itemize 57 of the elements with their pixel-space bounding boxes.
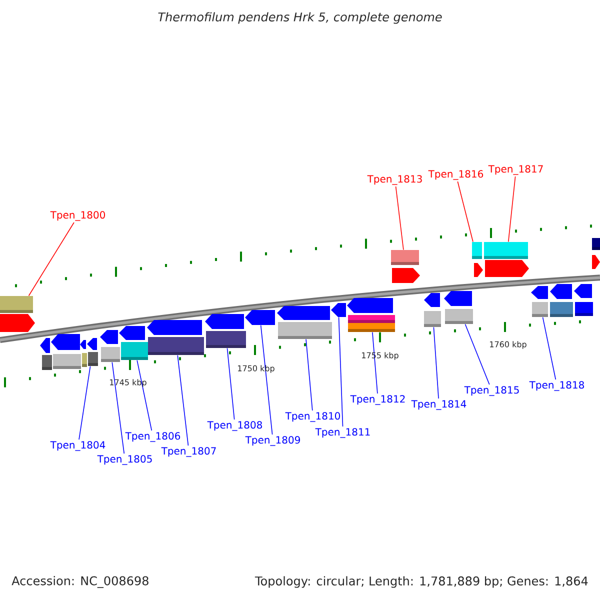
gene-label: Tpen_1809 — [245, 436, 300, 446]
leader-line — [78, 366, 91, 440]
genome-info-text: Topology: circular; Length: 1,781,889 bp; Genes: 1,864 — [254, 576, 588, 588]
gene-glyph — [80, 340, 87, 367]
gene-glyph — [391, 250, 420, 283]
leader-line — [395, 186, 404, 250]
leader-line — [177, 354, 189, 446]
gene-label: Tpen_1804 — [50, 441, 106, 451]
leader-line — [508, 176, 516, 242]
gene-glyph — [574, 284, 593, 316]
gene-glyph — [331, 303, 346, 317]
gene-glyph — [119, 326, 148, 360]
leader-line — [433, 326, 439, 399]
title: Thermofilum pendens Hrk 5, complete genome — [158, 12, 442, 24]
leader-line — [457, 181, 474, 242]
gene-label: Tpen_1811 — [315, 428, 370, 438]
scale-label: 1760 kbp — [490, 341, 526, 349]
gene-label: Tpen_1815 — [464, 386, 519, 396]
gene-glyph — [347, 298, 395, 332]
leader-line — [464, 324, 490, 385]
leader-line — [542, 316, 556, 380]
gene-glyph — [277, 306, 332, 339]
gene-label: Tpen_1814 — [411, 400, 466, 410]
gene-glyph — [147, 320, 204, 355]
gene-glyph — [472, 242, 483, 277]
leader-line — [338, 316, 344, 427]
leader-line — [112, 362, 125, 454]
gene-glyph — [87, 338, 98, 366]
gene-glyph — [51, 334, 81, 369]
gene-label: Tpen_1816 — [428, 170, 484, 180]
gene-glyph — [424, 293, 441, 327]
gene-glyph — [444, 291, 473, 324]
gene-label: Tpen_1808 — [207, 421, 262, 431]
gene-glyph — [100, 330, 120, 362]
leader-line — [226, 348, 235, 420]
leader-line — [136, 360, 152, 431]
gene-label: Tpen_1800 — [50, 211, 106, 221]
leader-line — [306, 338, 313, 411]
gene-label: Tpen_1812 — [350, 395, 405, 405]
gene-glyph — [484, 242, 529, 277]
gene-label: Tpen_1817 — [488, 165, 543, 175]
leader-line — [260, 324, 273, 435]
gene-label: Tpen_1806 — [125, 432, 180, 442]
gene-label: Tpen_1818 — [529, 381, 584, 391]
gene-label: Tpen_1805 — [97, 455, 152, 465]
gene-glyph — [245, 310, 275, 325]
gene-label: Tpen_1813 — [367, 175, 422, 185]
leader-line — [372, 332, 378, 394]
gene-glyph — [550, 284, 573, 317]
gene-label: Tpen_1810 — [285, 412, 340, 422]
gene-label: Tpen_1807 — [161, 447, 216, 457]
gene-glyph — [592, 238, 600, 269]
gene-glyph — [531, 286, 548, 317]
accession-text: Accession: NC_008698 — [12, 576, 148, 588]
gene-glyph — [0, 296, 35, 332]
gene-glyph — [40, 338, 52, 370]
gene-glyph — [205, 314, 246, 348]
